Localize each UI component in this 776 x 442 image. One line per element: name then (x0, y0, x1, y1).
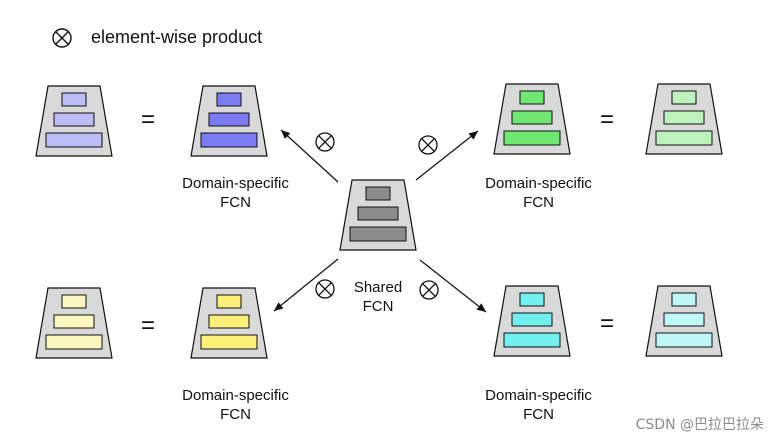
arrows (273, 129, 487, 313)
block-blue-result-layer-3 (45, 132, 103, 148)
block-shared-layer-2 (357, 206, 399, 221)
block-blue-specific-layer-2 (208, 112, 250, 127)
label-domain-green: Domain-specific FCN (471, 174, 606, 212)
label-domain-blue: Domain-specific FCN (168, 174, 303, 212)
equals-sign-cyan: = (600, 310, 615, 337)
block-green-specific-layer-2 (511, 110, 553, 125)
block-blue-specific (190, 85, 268, 157)
arrow-to-green (415, 130, 479, 181)
block-green-result-layer-1 (671, 90, 697, 105)
label-domain-blue-line1: Domain-specific (182, 175, 289, 192)
block-cyan-specific-layer-3 (503, 332, 561, 348)
product-icon-yellow (315, 279, 335, 299)
block-blue-specific-layer-3 (200, 132, 258, 148)
label-domain-green-line2: FCN (523, 194, 554, 211)
block-blue-result-layer-1 (61, 92, 87, 107)
block-cyan-specific (493, 285, 571, 357)
block-cyan-result-layer-2 (663, 312, 705, 327)
label-domain-cyan: Domain-specific FCN (471, 386, 606, 424)
block-shared-layer-1 (365, 186, 391, 201)
legend-product-icon (52, 28, 72, 48)
block-green-result-layer-2 (663, 110, 705, 125)
block-cyan-result-layer-1 (671, 292, 697, 307)
label-domain-cyan-line1: Domain-specific (485, 387, 592, 404)
block-green-result-layer-3 (655, 130, 713, 146)
block-shared-layer-3 (349, 226, 407, 242)
label-domain-cyan-line2: FCN (523, 406, 554, 423)
block-yellow-result-layer-3 (45, 334, 103, 350)
block-yellow-result (35, 287, 113, 359)
legend-label: element-wise product (91, 27, 263, 47)
label-shared-line2: FCN (362, 298, 394, 315)
label-domain-green-line1: Domain-specific (485, 175, 592, 192)
block-green-result (645, 83, 723, 155)
label-domain-blue-line2: FCN (220, 194, 251, 211)
arrow-to-blue (280, 129, 339, 183)
block-green-specific-layer-3 (503, 130, 561, 146)
product-symbols (315, 132, 439, 300)
label-domain-yellow: Domain-specific FCN (168, 386, 303, 424)
block-yellow-specific-layer-3 (200, 334, 258, 350)
block-yellow-specific-layer-1 (216, 294, 242, 309)
network-blocks (35, 83, 723, 359)
arrow-to-cyan (419, 259, 487, 313)
arrow-to-yellow (273, 258, 339, 312)
block-green-specific (493, 83, 571, 155)
watermark: CSDN @巴拉巴拉朵 (635, 417, 764, 433)
block-shared (339, 179, 417, 251)
label-shared-line1: Shared (353, 279, 403, 296)
block-cyan-result (645, 285, 723, 357)
label-shared: Shared FCN (338, 278, 418, 316)
equals-sign-blue: = (141, 106, 156, 133)
product-icon-cyan (419, 280, 439, 300)
block-yellow-result-layer-2 (53, 314, 95, 329)
label-domain-yellow-line2: FCN (220, 406, 251, 423)
block-yellow-specific-layer-2 (208, 314, 250, 329)
block-blue-result-layer-2 (53, 112, 95, 127)
product-icon-green (418, 135, 438, 155)
product-icon-blue (315, 132, 335, 152)
block-cyan-specific-layer-2 (511, 312, 553, 327)
label-domain-yellow-line1: Domain-specific (182, 387, 289, 404)
block-blue-specific-layer-1 (216, 92, 242, 107)
block-cyan-specific-layer-1 (519, 292, 545, 307)
equals-sign-green: = (600, 106, 615, 133)
block-green-specific-layer-1 (519, 90, 545, 105)
block-cyan-result-layer-3 (655, 332, 713, 348)
block-yellow-result-layer-1 (61, 294, 87, 309)
block-yellow-specific (190, 287, 268, 359)
block-blue-result (35, 85, 113, 157)
equals-sign-yellow: = (141, 312, 156, 339)
